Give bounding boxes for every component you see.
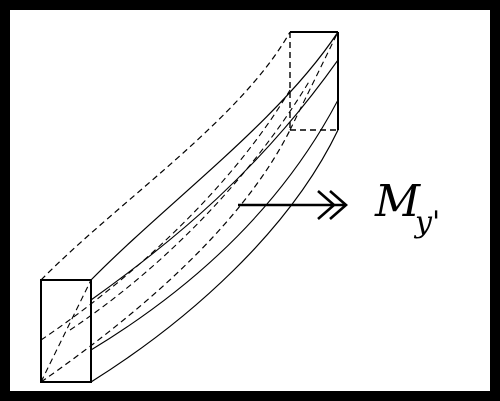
edge-bottom-left-dashed [40,129,291,383]
moment-arrow [238,190,348,220]
inner-line-1 [90,59,339,301]
edge-bottom-right [90,129,339,383]
moment-label: M [374,176,421,227]
inner-line-3 [90,99,339,351]
inner-line-2-dashed [40,89,291,341]
beam-edges [40,31,339,383]
moment-label-subscript: y' [413,205,440,240]
edge-top-left-dashed [40,31,291,281]
top-end-diagonal [289,31,339,131]
top-end-face [289,31,339,131]
bottom-end-diagonal [40,279,92,383]
bottom-end-face [40,279,92,383]
inner-line-4-dashed [69,79,311,331]
edge-top-right [90,31,339,281]
